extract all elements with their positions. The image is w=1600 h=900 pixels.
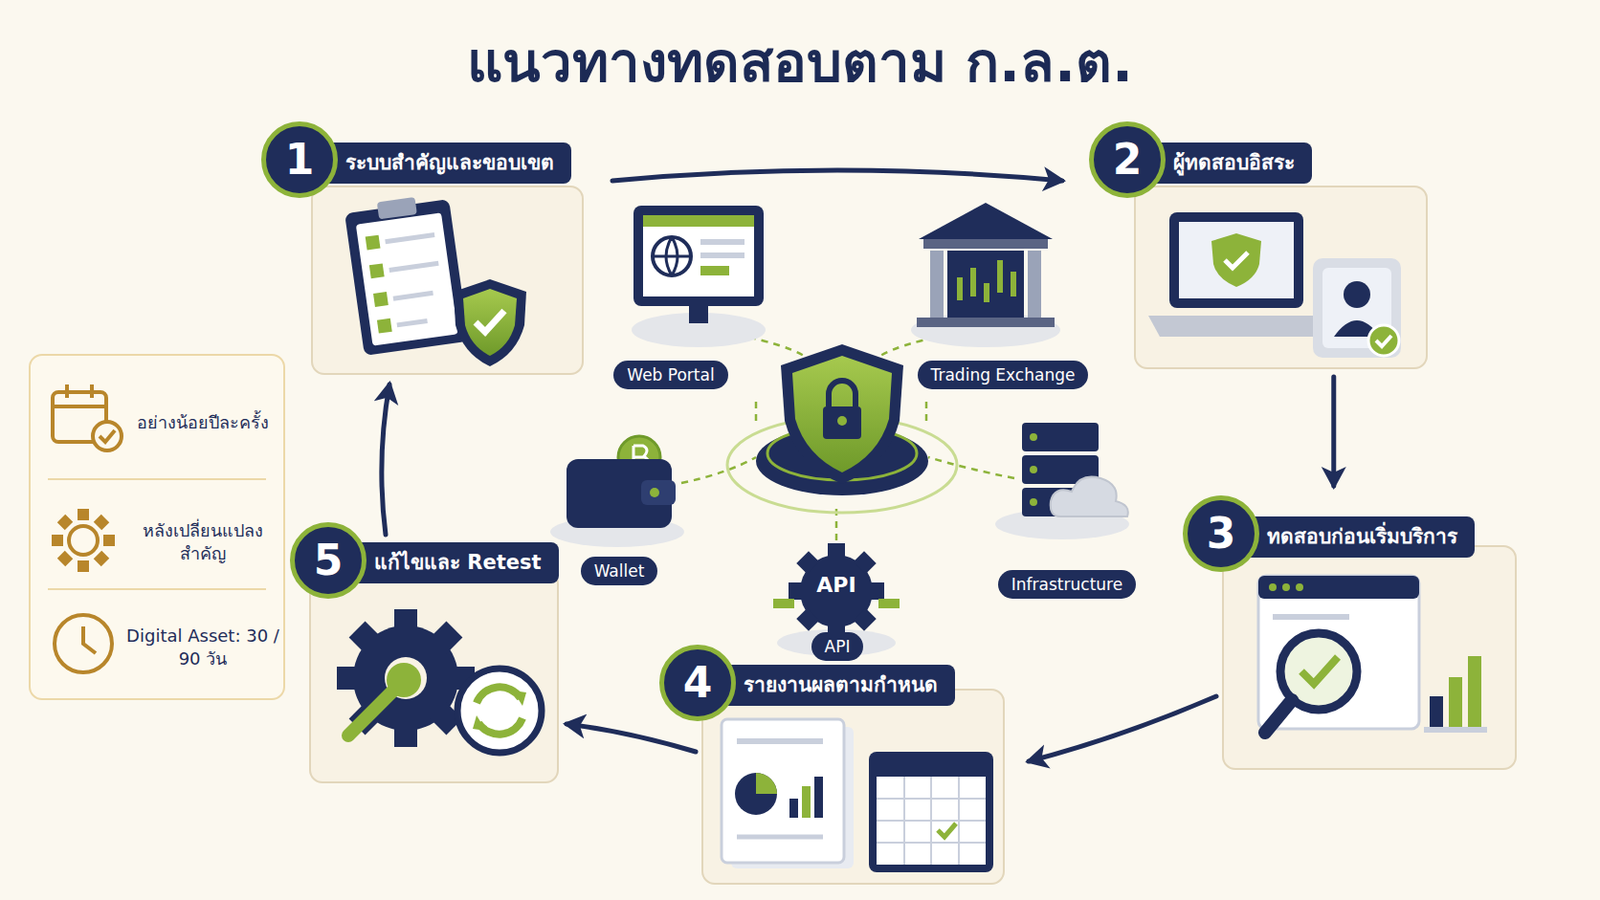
schedule-text: หลังเปลี่ยนแปลง สำคัญ <box>126 519 280 567</box>
repair-icon <box>336 609 542 754</box>
system-label-text: Trading Exchange <box>931 365 1076 385</box>
step-header-text: แก้ไขและ Retest <box>374 551 542 575</box>
system-label: Web Portal <box>613 360 728 390</box>
flow-arrow <box>1331 377 1336 487</box>
step-card: 3ทดสอบก่อนเริ่มบริการ <box>1222 545 1517 771</box>
step-header-text: รายงานผลตามกำหนด <box>743 673 938 697</box>
system-label-text: Infrastructure <box>1011 575 1123 595</box>
step-number-text: 4 <box>683 658 713 708</box>
step-number-text: 1 <box>285 134 315 184</box>
step-number: 2 <box>1088 121 1166 199</box>
wallet-icon <box>550 436 685 548</box>
step-number-text: 5 <box>313 535 344 585</box>
system-label: Infrastructure <box>998 570 1136 600</box>
step-header-text: ทดสอบก่อนเริ่มบริการ <box>1266 525 1458 549</box>
step-number: 5 <box>289 522 367 600</box>
step-number-text: 3 <box>1206 509 1237 558</box>
step-card: 1ระบบสำคัญและขอบเขต <box>311 185 584 376</box>
card-fills <box>28 185 1517 886</box>
flow-arrow <box>566 724 696 753</box>
step-header: รายงานผลตามกำหนด <box>697 665 956 707</box>
checklist-icon <box>344 197 527 367</box>
system-label: Wallet <box>580 556 659 586</box>
step-header-text: ระบบสำคัญและขอบเขต <box>345 151 555 175</box>
report-icon <box>721 719 994 873</box>
flow-arrow <box>612 170 1063 181</box>
gear-label: API <box>816 573 856 598</box>
flow-arrow <box>1028 696 1217 762</box>
step-number-text: 2 <box>1112 134 1143 184</box>
laptop-icon <box>1148 212 1401 358</box>
schedule-text: อย่างน้อยปีละครั้ง <box>126 411 280 435</box>
system-label: API <box>811 632 865 662</box>
system-label: Trading Exchange <box>917 360 1089 390</box>
system-label-text: Wallet <box>594 561 645 581</box>
step-number: 4 <box>659 644 736 722</box>
flow-arrow <box>381 384 390 535</box>
step-card: 4รายงานผลตามกำหนด <box>701 688 1005 886</box>
step-header: ระบบสำคัญและขอบเขต <box>299 142 572 184</box>
monitor-icon <box>631 205 766 348</box>
step-number: 3 <box>1182 495 1260 573</box>
diagram-title: แนวทางทดสอบตาม ก.ล.ต. <box>0 17 1600 107</box>
system-label-text: API <box>824 637 851 657</box>
step-card: 5แก้ไขและ Retest <box>309 571 559 784</box>
browser-icon <box>1258 576 1488 734</box>
system-label-text: Web Portal <box>626 365 714 385</box>
schedule-text: Digital Asset: 30 / 90 วัน <box>126 624 280 672</box>
step-card: 2ผู้ทดสอบอิสระ <box>1133 185 1428 370</box>
schedule-panel: อย่างน้อยปีละครั้งหลังเปลี่ยนแปลง สำคัญ D… <box>28 354 286 701</box>
exchange-icon <box>911 202 1061 348</box>
api-gear <box>773 543 900 657</box>
server-icon <box>995 422 1130 540</box>
step-header-text: ผู้ทดสอบอิสระ <box>1173 151 1295 175</box>
step-number: 1 <box>261 121 338 199</box>
